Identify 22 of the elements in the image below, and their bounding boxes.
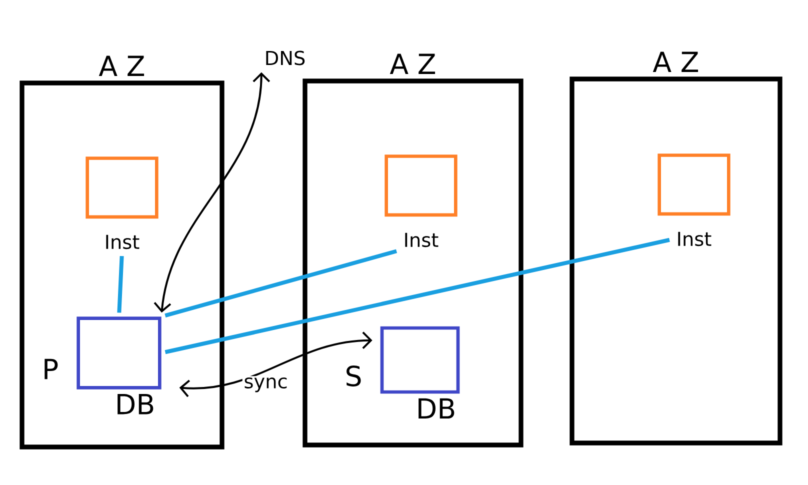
instance-box: Inst [86, 156, 158, 250]
connector-line [164, 238, 670, 354]
connector-line [164, 249, 398, 318]
edge-label: sync [242, 376, 290, 394]
node-label: A Z [98, 56, 144, 76]
instance-box: Inst [384, 154, 458, 248]
arrow [179, 332, 372, 398]
node-label: Inst [678, 232, 712, 246]
arrow [154, 72, 270, 313]
node-label: P [44, 358, 58, 380]
connector-line [117, 256, 124, 313]
database-box: P DB [44, 316, 162, 414]
node-label: A Z [390, 54, 436, 74]
dns-label: DNS [266, 50, 305, 66]
node-label: A Z [652, 52, 698, 72]
instance-box: Inst [658, 154, 730, 246]
node-label: Inst [106, 234, 140, 250]
database-box: S DB [346, 326, 460, 419]
node-label: DB [418, 398, 454, 419]
node-label: DB [118, 394, 154, 414]
node-label: Inst [405, 232, 438, 248]
node-label: S [346, 366, 361, 386]
